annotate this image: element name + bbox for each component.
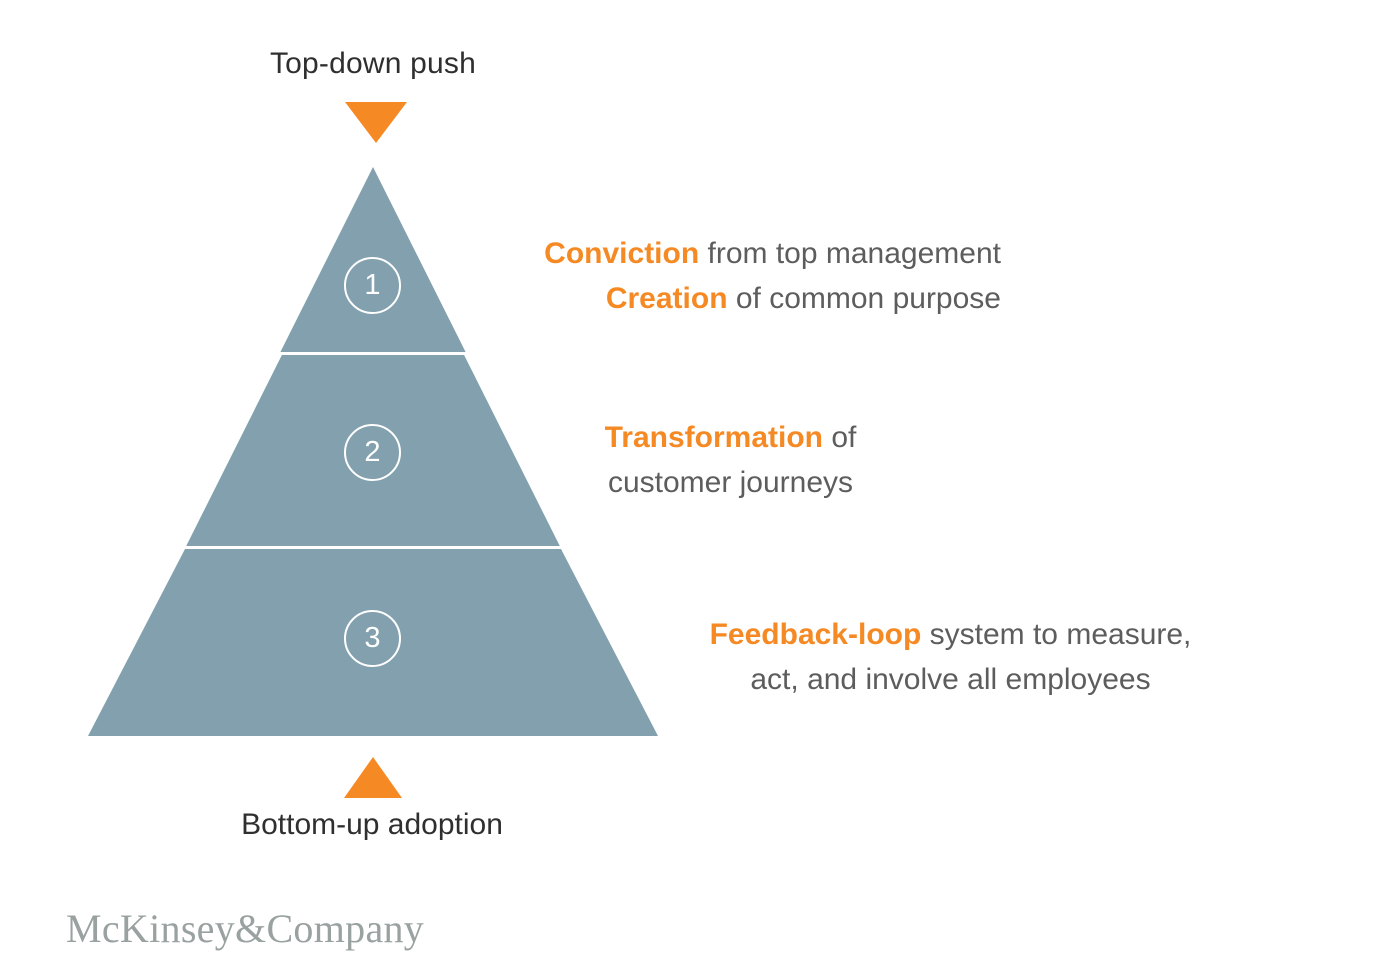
tier-2-line-2: customer journeys bbox=[464, 460, 997, 505]
tier-description-2: Transformation of customer journeys bbox=[464, 415, 997, 505]
tier-1-line-1: Conviction from top management bbox=[460, 231, 1001, 276]
step-number-badge-2: 2 bbox=[344, 424, 401, 481]
tier-1-line-2: Creation of common purpose bbox=[460, 276, 1001, 321]
triangle-down-icon bbox=[345, 102, 407, 143]
tier-1-line-2-rest: of common purpose bbox=[727, 282, 1001, 315]
tier-description-1: Conviction from top management Creation … bbox=[460, 231, 1001, 321]
triangle-up-icon bbox=[344, 757, 402, 798]
tier-2-line-1-rest: of bbox=[823, 421, 857, 454]
step-number-badge-1: 1 bbox=[344, 257, 401, 314]
tier-description-3: Feedback-loop system to measure, act, an… bbox=[663, 612, 1238, 702]
tier-3-line-2-rest: act, and involve all employees bbox=[750, 663, 1151, 696]
tier-1-line-1-highlight: Conviction bbox=[544, 237, 700, 270]
top-down-push-label: Top-down push bbox=[269, 47, 477, 80]
mckinsey-company-logo: McKinsey&Company bbox=[66, 906, 425, 951]
tier-2-line-1: Transformation of bbox=[464, 415, 997, 460]
tier-3-line-2: act, and involve all employees bbox=[663, 657, 1238, 702]
tier-1-line-2-highlight: Creation bbox=[605, 282, 728, 315]
tier-3-line-1-rest: system to measure, bbox=[921, 618, 1192, 651]
tier-1-line-1-rest: from top management bbox=[699, 237, 1002, 270]
tier-3-line-1-highlight: Feedback-loop bbox=[709, 618, 922, 651]
tier-2-line-2-rest: customer journeys bbox=[607, 466, 854, 499]
tier-2-line-1-highlight: Transformation bbox=[604, 421, 823, 454]
tier-3-line-1: Feedback-loop system to measure, bbox=[663, 612, 1238, 657]
bottom-up-adoption-label: Bottom-up adoption bbox=[241, 808, 503, 841]
step-number-badge-3: 3 bbox=[344, 610, 401, 667]
